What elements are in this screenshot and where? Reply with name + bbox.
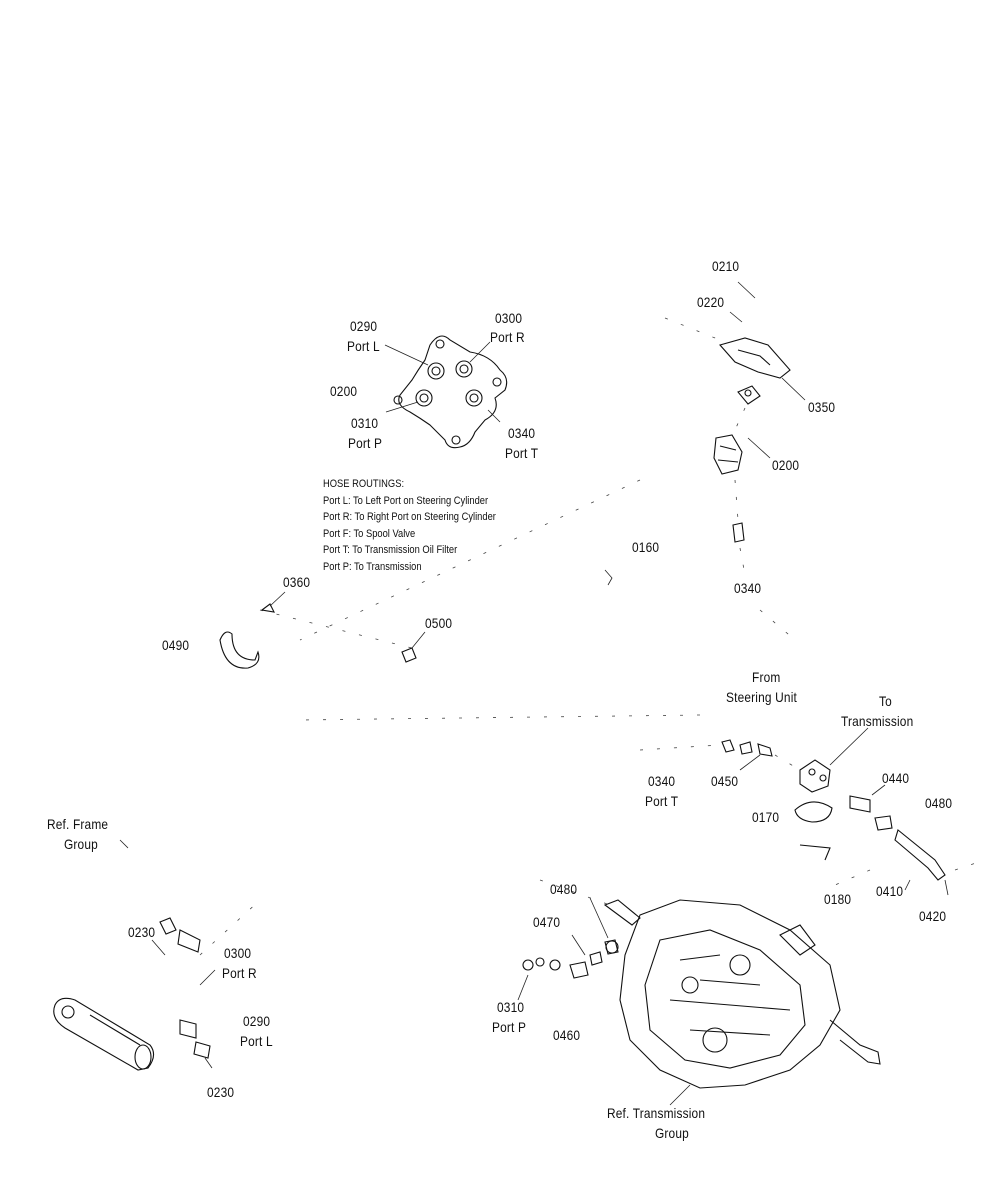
spool-valve-assembly: [721, 739, 946, 881]
callout-0490: 0490: [162, 637, 190, 653]
callout-0420: 0420: [919, 908, 947, 924]
steering-cylinder: [53, 917, 211, 1071]
callout-0160: 0160: [632, 539, 660, 555]
callout-0460: 0460: [553, 1027, 581, 1043]
callout-0340-top: 0340: [508, 425, 536, 441]
notes-title: HOSE ROUTINGS:: [323, 478, 405, 490]
valve-assembly-upper: [713, 337, 791, 543]
port-fittings: [415, 360, 483, 407]
callout-0500: 0500: [425, 615, 453, 631]
callout-0200-top: 0200: [330, 383, 358, 399]
callout-0170: 0170: [752, 809, 780, 825]
callout-0300-bottom: 0300: [224, 945, 252, 961]
callout-0480-bottom: 0480: [550, 881, 578, 897]
callout-0290-bottom: 0290: [243, 1013, 271, 1029]
callout-0200-right: 0200: [772, 457, 800, 473]
callout-0480-right: 0480: [925, 795, 953, 811]
port-p-label-bottom: Port P: [492, 1019, 527, 1035]
hose-clip-0490: [219, 631, 260, 669]
ref-frame-label: Ref. Frame: [47, 816, 109, 832]
callout-0220: 0220: [697, 294, 725, 310]
callout-0450: 0450: [711, 773, 739, 789]
callout-0440: 0440: [882, 770, 910, 786]
notes-line-port-f: Port F: To Spool Valve: [323, 527, 416, 540]
port-r-label-bottom: Port R: [222, 965, 257, 981]
callout-0230-bottom: 0230: [207, 1084, 235, 1100]
from-label: From: [752, 669, 781, 685]
port-t-label-top: Port T: [505, 445, 539, 461]
notes-line-port-r: Port R: To Right Port on Steering Cylind…: [323, 511, 496, 523]
notes-line-port-t: Port T: To Transmission Oil Filter: [323, 544, 458, 556]
callout-0210: 0210: [712, 258, 740, 274]
callout-0180: 0180: [824, 891, 852, 907]
transmission-label: Transmission: [841, 713, 914, 729]
callout-0410: 0410: [876, 883, 904, 899]
transmission-fittings: [522, 939, 619, 979]
port-p-label-top: Port P: [348, 435, 383, 451]
notes-line-port-l: Port L: To Left Port on Steering Cylinde…: [323, 494, 489, 507]
to-label: To: [879, 693, 892, 709]
callout-0300-top: 0300: [495, 310, 523, 326]
callout-0310-bottom: 0310: [497, 999, 525, 1015]
notes-line-port-p: Port P: To Transmission: [323, 560, 422, 573]
hose-routing-notes: HOSE ROUTINGS: Port L: To Left Port on S…: [323, 476, 496, 575]
callout-0290-top: 0290: [350, 318, 378, 334]
port-l-label-bottom: Port L: [240, 1033, 273, 1049]
port-r-label-top: Port R: [490, 329, 525, 345]
valve-block-plate: [393, 335, 508, 449]
transmission-housing: [603, 899, 881, 1089]
ref-frame-group-label: Group: [64, 836, 98, 852]
ref-transmission-label: Ref. Transmission: [607, 1105, 706, 1121]
ref-transmission-group-label: Group: [655, 1125, 689, 1141]
callout-0340-right: 0340: [734, 580, 762, 596]
port-l-label-top: Port L: [347, 338, 380, 354]
callout-0360: 0360: [283, 574, 311, 590]
callout-0340-mid: 0340: [648, 773, 676, 789]
callout-0230-top: 0230: [128, 924, 156, 940]
port-t-label-mid: Port T: [645, 793, 679, 809]
callout-0470: 0470: [533, 914, 561, 930]
callout-0350: 0350: [808, 399, 836, 415]
steering-unit-label: Steering Unit: [726, 689, 798, 705]
callout-0310-top: 0310: [351, 415, 379, 431]
